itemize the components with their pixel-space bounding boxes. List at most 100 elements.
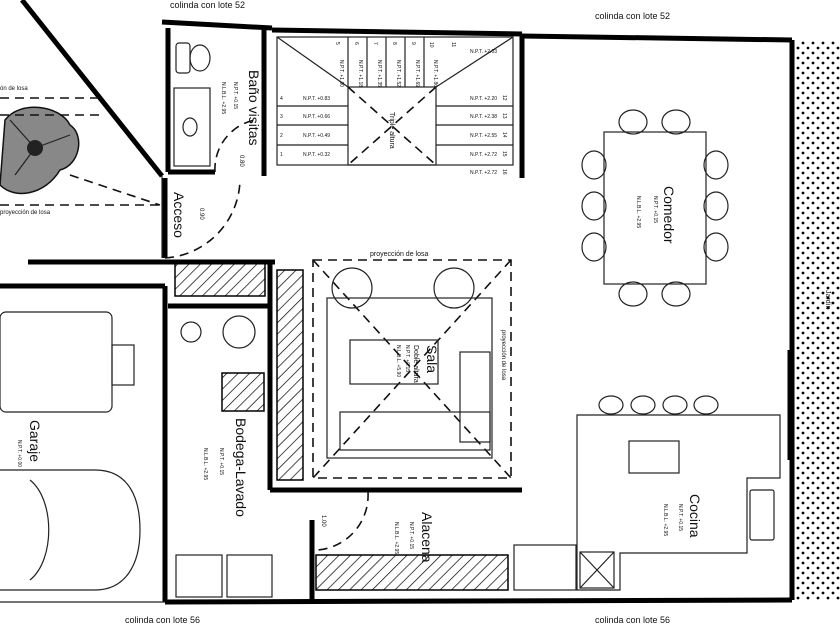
hatched-wall-alacena xyxy=(315,554,509,591)
dining-chairs xyxy=(581,109,729,307)
armchair-left xyxy=(331,267,373,309)
svg-text:N.P.T. +0.83: N.P.T. +0.83 xyxy=(303,96,330,102)
boundary-label-bottom-right: colinda con lote 56 xyxy=(595,615,670,625)
svg-text:16: 16 xyxy=(501,169,507,175)
svg-text:N.P.T. +1.00: N.P.T. +1.00 xyxy=(338,60,344,87)
svg-text:15: 15 xyxy=(501,151,507,157)
level-cocina-nlbl: N.L.B.L. +2.95 xyxy=(662,504,668,536)
level-sala-nlbl: N.L.B.L. +5.90 xyxy=(395,345,401,377)
hatched-wall-garage-top xyxy=(174,261,266,297)
stair-right-steps: 11N.P.T. +2.03 N.P.T. +2.20 12 N.P.T. +2.… xyxy=(450,42,507,176)
room-label-garaje: Garaje xyxy=(27,420,43,462)
garden-label: Jardín xyxy=(824,290,831,310)
slab-projection-label-tree-top: ón de losa xyxy=(0,86,28,92)
fridge-icon xyxy=(513,544,577,591)
level-comedor-npt: N.P.T. +0.15 xyxy=(652,196,658,223)
svg-text:3: 3 xyxy=(280,114,283,120)
level-bodega-npt: N.P.T. +0.15 xyxy=(218,448,224,475)
svg-text:N.P.T. +0.32: N.P.T. +0.32 xyxy=(303,152,330,158)
level-alacena-nlbl: N.L.B.L. +2.95 xyxy=(393,522,399,554)
slab-projection-label-sala: proyección de losa xyxy=(370,251,428,258)
kitchen-sink-icon xyxy=(749,489,775,541)
coffee-table xyxy=(349,339,439,385)
bathroom-vanity xyxy=(173,87,211,167)
svg-text:10: 10 xyxy=(428,42,434,48)
svg-text:13: 13 xyxy=(501,113,507,119)
level-bano-nlbl: N.L.B.L. +2.95 xyxy=(220,82,226,114)
svg-text:N.P.T. +2.03: N.P.T. +2.03 xyxy=(470,49,497,55)
svg-text:5: 5 xyxy=(334,42,340,45)
door-swing-bano xyxy=(214,119,256,173)
svg-text:2: 2 xyxy=(280,133,283,139)
side-sofa xyxy=(459,351,491,443)
stools xyxy=(598,395,719,415)
svg-text:N.P.T. +1.86: N.P.T. +1.86 xyxy=(432,60,438,87)
drain-icon xyxy=(579,551,615,589)
level-comedor-nlbl: N.L.B.L. +2.95 xyxy=(635,196,641,228)
water-heater-icon xyxy=(180,321,202,343)
sink-laundry xyxy=(221,372,265,412)
svg-text:9: 9 xyxy=(410,42,416,45)
svg-text:4: 4 xyxy=(280,96,283,102)
room-label-cocina: Cocina xyxy=(687,494,703,538)
svg-text:1: 1 xyxy=(280,152,283,158)
svg-text:12: 12 xyxy=(501,95,507,101)
svg-text:N.P.T. +1.35: N.P.T. +1.35 xyxy=(376,60,382,87)
stair-top-steps: 5N.P.T. +1.00 6N.P.T. +1.18 7N.P.T. +1.3… xyxy=(334,42,438,87)
dryer-icon xyxy=(226,554,273,598)
svg-text:11: 11 xyxy=(450,42,456,47)
svg-text:N.P.T. +2.72: N.P.T. +2.72 xyxy=(470,170,497,176)
svg-text:14: 14 xyxy=(501,132,507,138)
car-icon-bottom xyxy=(0,469,141,591)
door-tag-bodega: 1.00 xyxy=(320,515,326,527)
tree-icon xyxy=(0,106,80,195)
svg-text:N.P.T. +1.69: N.P.T. +1.69 xyxy=(414,60,420,87)
level-garaje-npt: N.P.T. +0.00 xyxy=(16,440,22,467)
level-sala-npt: N.P.T. +0.15 xyxy=(404,345,410,372)
slab-projection-sala xyxy=(312,259,512,479)
svg-text:N.P.T. +2.38: N.P.T. +2.38 xyxy=(470,114,497,120)
toilet-icon xyxy=(175,42,211,74)
slab-projection-label-tree-bottom: proyección de losa xyxy=(0,210,51,216)
room-label-sala: Sala xyxy=(424,345,440,373)
garden-strip xyxy=(796,40,840,600)
room-label-acceso: Acceso xyxy=(171,192,187,238)
armchair-right xyxy=(433,267,475,309)
dining-table xyxy=(603,131,707,285)
room-label-triple-altura: Triple altura xyxy=(388,112,395,149)
svg-text:8: 8 xyxy=(391,42,397,45)
car-icon-top xyxy=(0,311,135,413)
svg-text:N.P.T. +1.18: N.P.T. +1.18 xyxy=(357,60,363,87)
level-alacena-npt: N.P.T. +0.15 xyxy=(408,522,414,549)
sink-icon xyxy=(182,117,198,137)
svg-text:N.P.T. +2.20: N.P.T. +2.20 xyxy=(470,96,497,102)
stair-left-steps: 4 N.P.T. +0.83 3 N.P.T. +0.66 2 N.P.T. +0.4… xyxy=(280,96,330,158)
level-bano-npt: N.P.T. +0.15 xyxy=(232,82,238,109)
room-label-alacena: Alacena xyxy=(419,512,435,563)
door-tag-bano: 0.80 xyxy=(238,155,244,167)
svg-text:N.P.T. +2.72: N.P.T. +2.72 xyxy=(470,152,497,158)
room-label-comedor: Comedor xyxy=(661,186,677,244)
svg-text:N.P.T. +2.55: N.P.T. +2.55 xyxy=(470,133,497,139)
hatched-wall-sala-left xyxy=(276,269,304,481)
staircase xyxy=(276,36,514,166)
sala-rug xyxy=(326,297,493,459)
stove-icon xyxy=(628,440,680,474)
washer-icon xyxy=(175,554,223,598)
room-label-bodega: Bodega-Lavado xyxy=(233,418,249,517)
walls xyxy=(0,0,795,605)
svg-text:6: 6 xyxy=(353,42,359,45)
slab-projection-label-sala-side: proyección de losa xyxy=(500,330,506,381)
boundary-label-top-right: colinda con lote 52 xyxy=(595,11,670,21)
level-bodega-nlbl: N.L.B.L. +2.95 xyxy=(202,448,208,480)
kitchen-island xyxy=(576,414,781,591)
boundary-label-top-left: colinda con lote 52 xyxy=(170,0,245,10)
boundary-label-bottom-left: colinda con lote 56 xyxy=(125,615,200,625)
room-label-bano: Baño visitas xyxy=(246,70,262,145)
svg-text:N.P.T. +1.52: N.P.T. +1.52 xyxy=(395,60,401,87)
svg-text:7: 7 xyxy=(372,42,378,45)
svg-text:N.P.T. +0.66: N.P.T. +0.66 xyxy=(303,114,330,120)
gas-tank-icon xyxy=(222,315,256,349)
svg-text:N.P.T. +0.49: N.P.T. +0.49 xyxy=(303,133,330,139)
